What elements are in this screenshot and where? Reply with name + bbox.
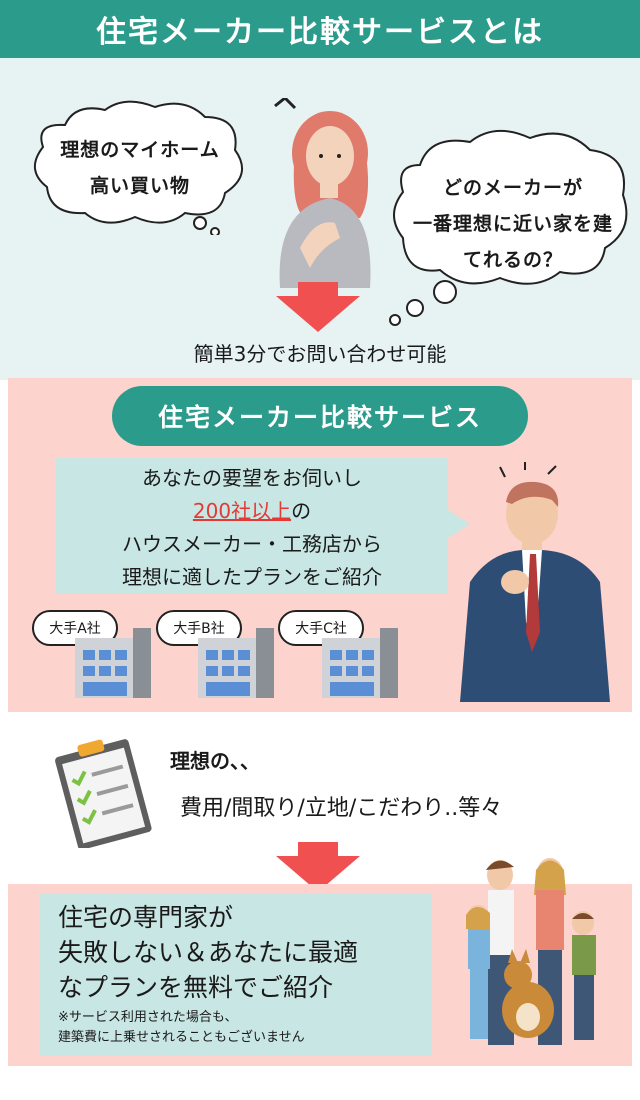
down-arrow-icon	[276, 842, 360, 892]
right-bubble-text: どのメーカーが 一番理想に近い家を建 てれるの？	[388, 170, 638, 278]
building-icon	[75, 628, 151, 698]
expert-box	[40, 894, 432, 1056]
left-thought-cloud	[34, 100, 244, 235]
service-title: 住宅メーカー比較サービス	[157, 403, 482, 432]
expert-line: 住宅の専門家が	[58, 903, 234, 932]
left-bubble-line: 高い買い物	[89, 175, 190, 197]
note-line: ※サービス利用された場合も、	[58, 1010, 238, 1025]
speech-box	[56, 458, 448, 594]
left-bubble-line: 理想のマイホーム	[60, 139, 220, 161]
checklist-heading: 理想の、、	[170, 749, 260, 773]
speech-line: ハウスメーカー・工務店から	[122, 532, 382, 556]
maker-name: 大手C社	[295, 621, 347, 637]
left-bubble-text: 理想のマイホーム 高い買い物	[35, 132, 245, 204]
maker-name: 大手B社	[173, 621, 225, 637]
speech-tail	[448, 510, 470, 538]
expert-line: なプランを無料でご紹介	[58, 973, 334, 1002]
highlight-company-count: 200社以上	[192, 499, 292, 523]
building-icon	[198, 628, 274, 698]
clipboard-checklist-icon	[55, 739, 152, 848]
speech-suffix: の	[291, 499, 312, 523]
note-line: 建築費に上乗せされることもございません	[58, 1030, 305, 1045]
family-illustration	[466, 858, 596, 1045]
right-bubble-line: どのメーカーが	[442, 177, 583, 199]
service-title-pill: 住宅メーカー比較サービス	[112, 386, 528, 446]
right-bubble-line: てれるの？	[462, 249, 563, 271]
speech-line: 理想に適したプランをご紹介	[122, 565, 382, 589]
expert-line: 失敗しない＆あなたに最適	[58, 938, 359, 967]
expert-note: ※サービス利用された場合も、 建築費に上乗せされることもございません	[58, 1008, 305, 1048]
speech-text: あなたの要望をお伺いし 200社以上の ハウスメーカー・工務店から 理想に適した…	[56, 462, 448, 594]
caption-inquiry: 簡単3分でお問い合わせ可能	[193, 342, 447, 366]
header-title: 住宅メーカー比較サービスとは	[96, 15, 544, 50]
right-bubble-line: 一番理想に近い家を建	[412, 213, 613, 235]
building-icon	[322, 628, 398, 698]
speech-line: あなたの要望をお伺いし	[142, 466, 362, 490]
maker-name: 大手A社	[49, 621, 101, 637]
page-header: 住宅メーカー比較サービスとは	[0, 0, 640, 58]
right-cloud-dots	[389, 280, 457, 326]
right-thought-cloud	[393, 129, 628, 285]
speech-line: 200社以上の	[56, 495, 448, 528]
expert-main-text: 住宅の専門家が 失敗しない＆あなたに最適 なプランを無料でご紹介	[58, 900, 358, 1005]
businessman-illustration	[460, 462, 610, 702]
thinking-woman-illustration	[274, 98, 371, 288]
checklist-items: 費用/間取り/立地/こだわり..等々	[180, 796, 503, 821]
down-arrow-icon	[276, 282, 360, 332]
